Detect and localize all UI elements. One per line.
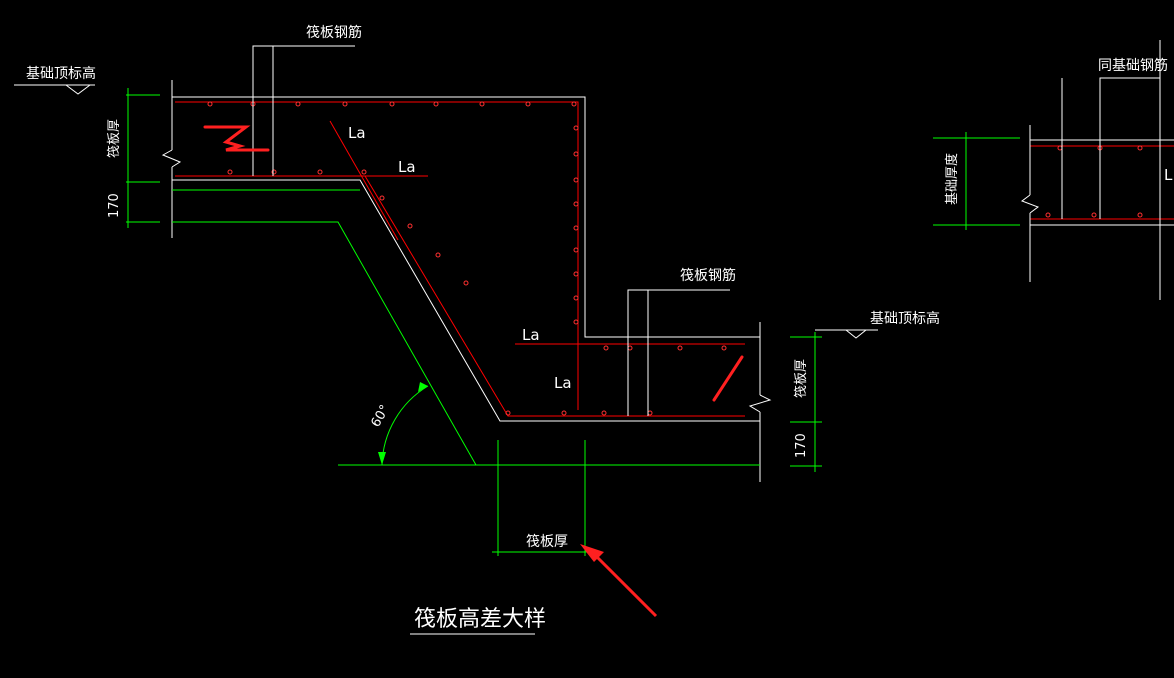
rebar-dot	[295, 101, 301, 107]
rebar-dot	[1137, 145, 1143, 151]
rebar-dot	[601, 410, 607, 416]
rebar-dot	[571, 101, 577, 107]
rebar-dot	[573, 125, 579, 131]
rebar-dot	[573, 177, 579, 183]
label-la-2: La	[398, 158, 416, 176]
label-raft-rebar-middle: 筏板钢筋	[680, 267, 736, 284]
rebar-dot	[389, 101, 395, 107]
label-la-3: La	[522, 326, 540, 344]
rebar-dot	[573, 271, 579, 277]
rebar-dot	[573, 319, 579, 325]
rebar-dot	[1045, 212, 1051, 218]
annotation-marks	[203, 125, 744, 402]
rebar-dot	[573, 295, 579, 301]
label-la-1: La	[348, 124, 366, 142]
rebar-dot	[677, 345, 683, 351]
rebar-dot	[271, 169, 277, 175]
rebar-dot	[227, 169, 233, 175]
rebar-dot	[561, 410, 567, 416]
label-same-foundation-rebar: 同基础钢筋	[1098, 57, 1168, 74]
arrow-annotation	[580, 544, 658, 618]
label-raft-thickness-bottom: 筏板厚	[526, 533, 568, 550]
rebar-dot	[573, 247, 579, 253]
label-foundation-top-elev-left: 基础顶标高	[26, 65, 96, 82]
label-cushion-left: 170	[107, 193, 122, 218]
rebar-dot	[433, 101, 439, 107]
rebar-dot	[573, 151, 579, 157]
rebar-dot	[573, 225, 579, 231]
label-raft-rebar-top-left: 筏板钢筋	[306, 24, 362, 41]
label-raft-thickness-right: 筏板厚	[793, 359, 809, 398]
rebar-dot	[603, 345, 609, 351]
label-raft-thickness-left: 筏板厚	[106, 119, 122, 158]
label-foundation-thickness-right: 基础厚度	[944, 153, 960, 205]
rebar-dot	[207, 101, 213, 107]
rebar-lines	[175, 101, 1174, 417]
concrete-outline	[161, 80, 772, 482]
rebar-dot	[342, 101, 348, 107]
rebar-dot	[721, 345, 727, 351]
label-foundation-top-elev-right: 基础顶标高	[870, 310, 940, 327]
rebar-dot	[435, 252, 441, 258]
drawing-title: 筏板高差大样	[414, 607, 546, 632]
cushion-outline	[172, 189, 760, 466]
rebar-dot	[1137, 212, 1143, 218]
rebar-dot	[463, 280, 469, 286]
rebar-dot	[1091, 212, 1097, 218]
rebar-dot	[479, 101, 485, 107]
leader-lines	[14, 40, 1174, 635]
label-cushion-right: 170	[794, 433, 809, 458]
rebar-dot	[407, 223, 413, 229]
rebar-dot	[505, 410, 511, 416]
label-la-partial: L	[1164, 166, 1173, 184]
rebar-dot	[379, 195, 385, 201]
rebar-dot	[361, 169, 367, 175]
rebar-dot	[525, 101, 531, 107]
label-la-4: La	[554, 374, 572, 392]
dimension-lines	[126, 88, 1020, 556]
rebar-dot	[573, 201, 579, 207]
rebar-dot	[317, 169, 323, 175]
